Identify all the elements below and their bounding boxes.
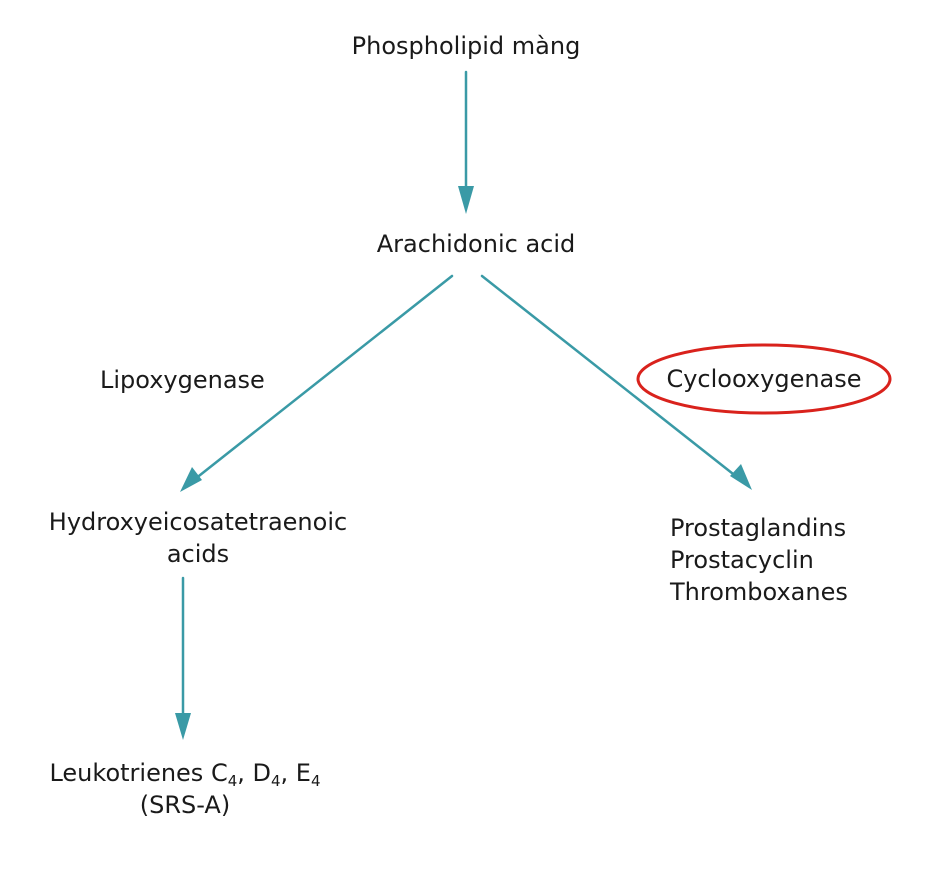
leukotrienes-sub-e: 4	[310, 772, 321, 790]
node-hete-line1: Hydroxyeicosatetraenoic	[48, 508, 348, 536]
leukotrienes-mid-e: , E	[280, 759, 311, 787]
node-thromboxanes: Thromboxanes	[670, 578, 848, 606]
enzyme-cyclooxygenase: Cyclooxygenase	[644, 363, 884, 395]
leukotrienes-sub-d: 4	[271, 772, 281, 790]
node-prostacyclin: Prostacyclin	[670, 546, 814, 574]
arrowhead-right	[730, 464, 752, 490]
enzyme-lipoxygenase: Lipoxygenase	[100, 364, 265, 396]
arrowhead-down-left	[175, 713, 191, 740]
cyclooxygenase-highlight-ellipse	[636, 343, 892, 415]
enzyme-lipoxygenase-label: Lipoxygenase	[100, 366, 265, 394]
node-arachidonic-acid: Arachidonic acid	[326, 228, 626, 260]
arrowhead-left	[180, 467, 202, 492]
enzyme-cyclooxygenase-label: Cyclooxygenase	[666, 365, 862, 393]
node-leukotrienes-line1: Leukotrienes C4, D4, E4	[20, 757, 350, 789]
arrowhead-down-center	[458, 186, 474, 214]
node-phospholipid: Phospholipid màng	[316, 30, 616, 62]
leukotrienes-prefix: Leukotrienes C	[49, 759, 228, 787]
arrow-arachidonic-to-prostanoids	[480, 274, 744, 483]
node-leukotrienes: Leukotrienes C4, D4, E4 (SRS-A)	[20, 757, 350, 821]
arrow-arachidonic-to-hete	[188, 274, 454, 485]
node-hete: Hydroxyeicosatetraenoic acids	[20, 506, 376, 570]
node-arachidonic-acid-label: Arachidonic acid	[376, 230, 576, 258]
node-phospholipid-label: Phospholipid màng	[351, 32, 581, 60]
node-leukotrienes-line2: (SRS-A)	[139, 791, 231, 819]
node-prostaglandins: Prostaglandins	[670, 514, 847, 542]
leukotrienes-sub-c: 4	[227, 772, 238, 790]
node-hete-line2: acids	[166, 540, 230, 568]
leukotrienes-mid-d: , D	[237, 759, 271, 787]
node-prostanoids: Prostaglandins Prostacyclin Thromboxanes	[670, 512, 848, 608]
